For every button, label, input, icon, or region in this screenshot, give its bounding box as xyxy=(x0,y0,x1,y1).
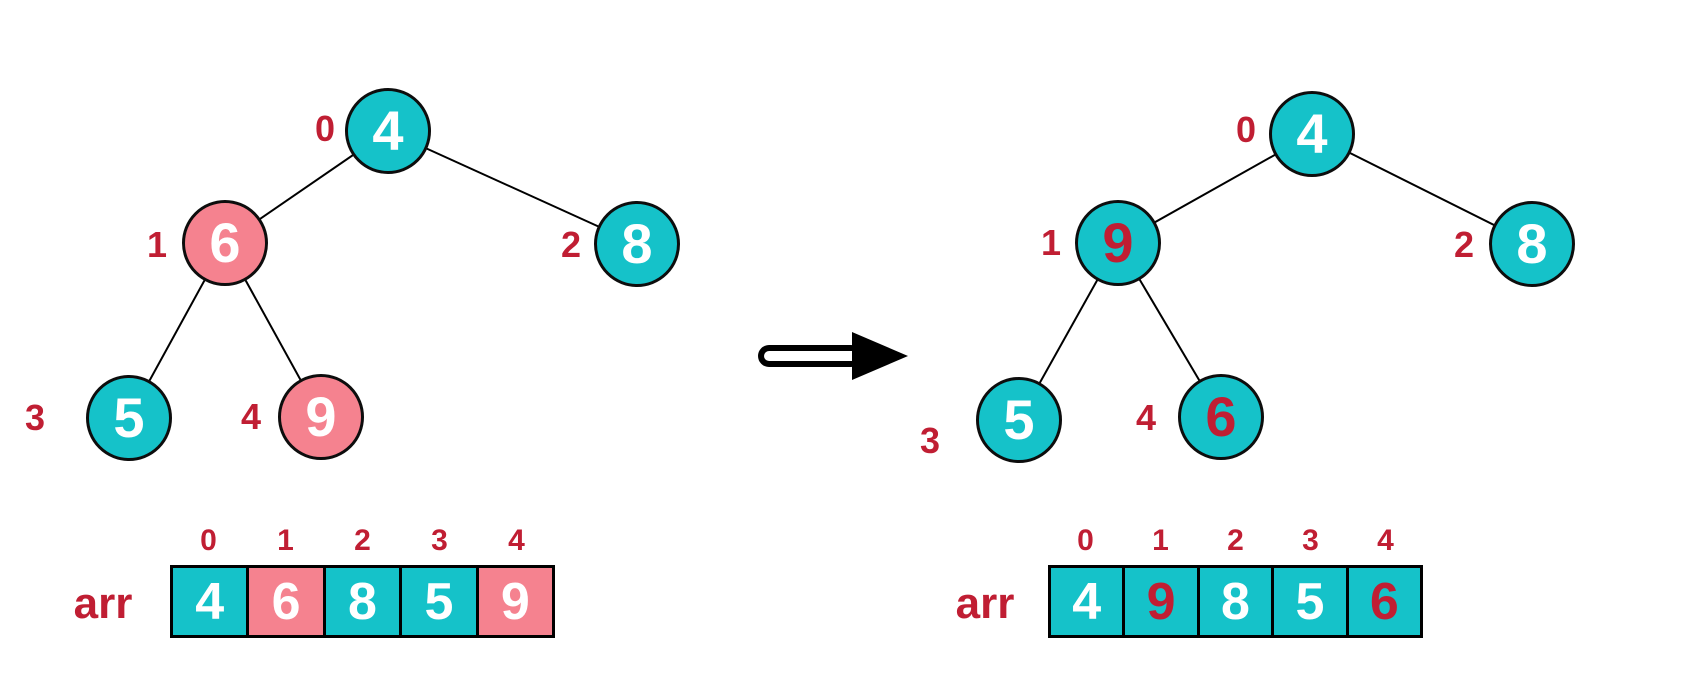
left-array-index-row: 0 1 2 3 4 xyxy=(170,524,555,558)
right-array-index-2: 2 xyxy=(1227,524,1244,557)
right-tree-index-0: 0 xyxy=(1235,109,1257,150)
left-array-index-3: 3 xyxy=(431,524,448,557)
right-array-index-0: 0 xyxy=(1077,524,1094,557)
right-tree-node-1: 9 xyxy=(1075,200,1161,286)
right-tree-index-4: 4 xyxy=(1135,397,1157,438)
right-array-index-4: 4 xyxy=(1377,524,1394,557)
right-array-cell-1: 9 xyxy=(1122,568,1197,635)
right-array-cell-0: 4 xyxy=(1051,568,1123,635)
left-tree-index-3: 3 xyxy=(24,397,46,438)
right-tree-node-2: 8 xyxy=(1489,201,1575,287)
left-tree-node-2: 8 xyxy=(594,201,680,287)
left-array-cell-2: 8 xyxy=(322,568,400,635)
left-tree-index-4: 4 xyxy=(240,396,262,437)
right-array-label: arr xyxy=(955,579,1015,628)
left-array-cell-3: 5 xyxy=(399,568,476,635)
right-tree-node-0: 4 xyxy=(1269,91,1355,177)
right-array-index-3: 3 xyxy=(1302,524,1319,557)
left-array-cell-1: 6 xyxy=(246,568,323,635)
right-tree-index-1: 1 xyxy=(1040,222,1062,263)
right-tree-node-3: 5 xyxy=(976,377,1062,463)
right-array-cell-4: 6 xyxy=(1345,568,1421,635)
edge-left-root-right xyxy=(387,130,638,245)
right-tree-index-3: 3 xyxy=(919,420,941,461)
left-array: 4 6 8 5 9 xyxy=(170,565,555,638)
left-tree-node-1: 6 xyxy=(182,200,268,286)
left-array-index-1: 1 xyxy=(277,524,294,557)
right-array-index-row: 0 1 2 3 4 xyxy=(1048,524,1423,558)
right-array-cell-3: 5 xyxy=(1271,568,1346,635)
right-tree-node-4: 6 xyxy=(1178,374,1264,460)
right-array: 4 9 8 5 6 xyxy=(1048,565,1423,638)
left-tree-index-1: 1 xyxy=(146,224,168,265)
right-array-index-1: 1 xyxy=(1152,524,1169,557)
left-array-cell-4: 9 xyxy=(475,568,553,635)
left-tree-index-0: 0 xyxy=(314,108,336,149)
left-array-cell-0: 4 xyxy=(173,568,247,635)
left-tree-index-2: 2 xyxy=(560,224,582,265)
left-tree-node-4: 9 xyxy=(278,374,364,460)
left-array-index-4: 4 xyxy=(508,524,525,557)
left-array-index-2: 2 xyxy=(354,524,371,557)
left-array-index-0: 0 xyxy=(200,524,217,557)
left-array-label: arr xyxy=(73,579,133,628)
left-tree-node-0: 4 xyxy=(345,88,431,174)
right-arrow-icon xyxy=(758,332,908,380)
right-array-cell-2: 8 xyxy=(1196,568,1272,635)
left-tree-node-3: 5 xyxy=(86,375,172,461)
right-tree-index-2: 2 xyxy=(1453,224,1475,265)
